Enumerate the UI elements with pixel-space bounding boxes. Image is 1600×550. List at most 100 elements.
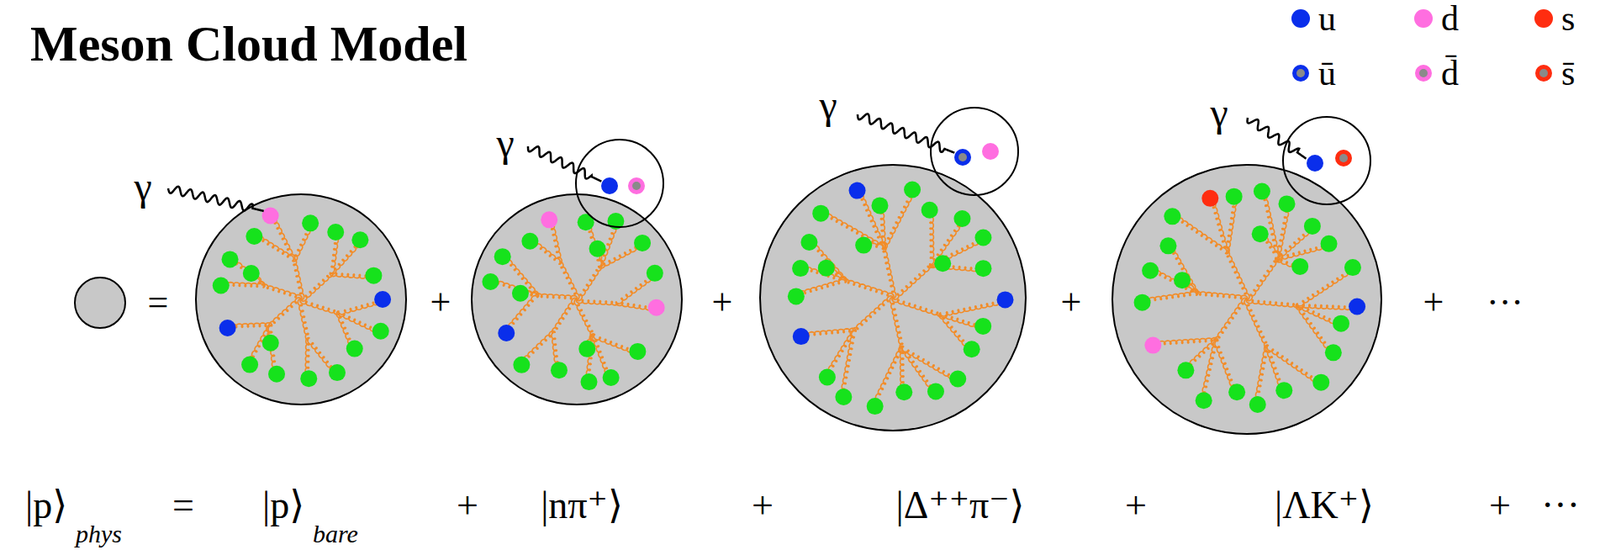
sea-parton-dot [818, 369, 836, 386]
gluon-line [1297, 303, 1358, 310]
sea-parton-dot [921, 201, 939, 219]
meson-circle [1283, 116, 1371, 205]
gluon-line [293, 258, 305, 300]
sea-parton-dot [1325, 343, 1342, 361]
ellipsis: ··· [1486, 282, 1524, 323]
legend-text: ū [1318, 52, 1336, 95]
gluon-line [1244, 299, 1268, 349]
sea-parton-dot [1251, 225, 1269, 243]
sea-parton-dot [1141, 262, 1159, 280]
gluon-line [297, 299, 309, 341]
sea-parton-dot [221, 250, 239, 268]
ket-state: |Δ⁺⁺π⁻⟩ [896, 484, 1025, 528]
equals-sign: = [172, 484, 195, 528]
sea-parton-dot [1134, 294, 1152, 312]
sea-parton-dot [212, 277, 230, 295]
legend-item: u [1291, 0, 1336, 40]
gluon-line [574, 299, 595, 338]
proton-core [195, 194, 407, 405]
gluon-line [1297, 268, 1353, 307]
gluon-line [889, 297, 903, 349]
antiquark-core [1296, 68, 1305, 78]
sea-parton-dot [903, 181, 921, 199]
gluon-line [300, 272, 333, 301]
hadron-state [1112, 164, 1382, 434]
sea-parton-dot [1291, 258, 1309, 275]
legend-swatch [1534, 9, 1553, 28]
meson-circle [575, 139, 664, 228]
sea-parton-dot [550, 361, 568, 379]
plus-sign: + [751, 484, 774, 528]
quark-dot [1348, 297, 1366, 315]
legend-text: s̄ [1561, 52, 1575, 95]
plus-sign: + [1061, 282, 1083, 323]
legend-swatch [1291, 9, 1310, 28]
legend-item: ū [1291, 52, 1336, 95]
legend-antiquark-sample [1291, 63, 1310, 83]
photon-line [857, 113, 955, 153]
quark-dot [648, 299, 666, 317]
sea-parton-dot [494, 248, 512, 265]
quark-dot [997, 290, 1014, 308]
gluon-line [881, 190, 914, 250]
antiquark-core [1419, 68, 1428, 78]
sea-parton-dot [346, 340, 364, 358]
gluon-line [1214, 340, 1237, 391]
sea-parton-dot [792, 259, 809, 277]
plus-sign: + [456, 484, 479, 528]
sea-parton-dot [580, 373, 598, 391]
gluon-line [940, 300, 1006, 317]
quark-dot [792, 327, 810, 345]
quark-dot [849, 182, 867, 200]
gluon-line [1194, 290, 1248, 300]
gluon-line [1276, 205, 1290, 259]
legend-item: d̄ [1414, 52, 1459, 95]
sea-parton-dot [1253, 182, 1271, 200]
quark-dot [497, 324, 515, 342]
quark-dot [601, 177, 618, 195]
gluon-line [929, 210, 935, 265]
sea-parton-dot [327, 223, 344, 241]
legend-item: s [1534, 0, 1575, 40]
gluon-tree [221, 215, 385, 381]
sea-parton-dot [974, 229, 992, 247]
sea-parton-dot [871, 196, 888, 214]
sea-parton-dot [974, 259, 992, 277]
proton-core [760, 164, 1026, 431]
quark-dot [1201, 190, 1219, 207]
gluon-line [1246, 299, 1300, 308]
gluon-line [300, 299, 341, 315]
subscript: bare [312, 519, 359, 548]
gluon-line [1295, 303, 1333, 353]
gluon-tree [491, 217, 658, 382]
meson [575, 139, 664, 228]
meson [1283, 116, 1371, 205]
ket-state: |ΛK⁺⟩ [1274, 484, 1374, 528]
sea-parton-dot [927, 383, 945, 401]
quark-dot [374, 290, 391, 308]
legend-item: s̄ [1534, 52, 1575, 95]
gluon-line [852, 295, 893, 330]
sea-parton-dot [787, 287, 805, 305]
photon-line [528, 146, 602, 182]
gluon-line [892, 265, 934, 300]
sea-parton-dot [1177, 361, 1194, 379]
sea-parton-dot [242, 264, 260, 282]
sea-parton-dot [1320, 235, 1338, 253]
gluon-line [552, 297, 577, 333]
sea-parton-dot [628, 343, 646, 360]
gluon-line [1226, 250, 1250, 300]
gluon-line [892, 297, 941, 317]
legend-item: d [1414, 0, 1459, 40]
sea-parton-dot [301, 214, 319, 232]
quark-dot [262, 206, 280, 224]
ket-state: |p⟩ [262, 484, 305, 528]
sea-parton-dot [1249, 396, 1267, 413]
sea-parton-dot [812, 205, 830, 222]
quark-dot [540, 211, 558, 228]
sea-parton-dot [602, 369, 620, 386]
sea-parton-dot [800, 233, 818, 251]
sea-parton-dot [866, 397, 884, 415]
legend-text: d̄ [1441, 52, 1459, 95]
